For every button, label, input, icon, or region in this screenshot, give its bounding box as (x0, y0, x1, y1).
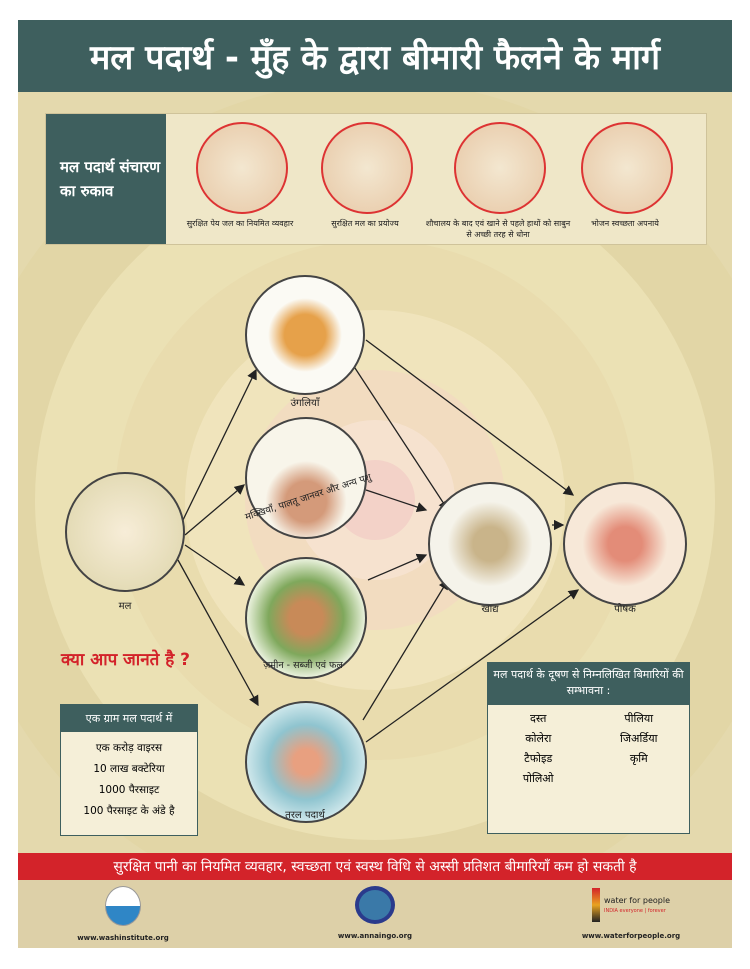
disease-item: पोलिओ (522, 772, 554, 785)
disease-item: पीलिया (624, 712, 654, 725)
bottom-banner: सुरक्षित पानी का नियमित व्यवहार, स्वच्छत… (18, 853, 732, 880)
did-you-know-question: क्या आप जानते है ? (60, 650, 191, 670)
diseases-box: मल पदार्थ के दूषण से निम्नलिखित बिमारियो… (487, 662, 690, 834)
logo-tagline: INDIA everyone | forever (604, 908, 666, 914)
logo-url[interactable]: www.washinstitute.org (77, 934, 169, 942)
feces-label: मल (118, 601, 132, 612)
food-illustration (428, 482, 552, 606)
page-title: मल पदार्थ - मुँह के द्वारा बीमारी फैलने … (18, 20, 732, 92)
did-you-know-box: एक ग्राम मल पदार्थ में एक करोड़ वाइरस 10… (60, 704, 198, 836)
fingers-label: उंगलियाँ (290, 398, 320, 409)
host-illustration (563, 482, 687, 606)
fact-item: 10 लाख बक्टेरिया (93, 763, 165, 775)
covered-food-icon (581, 122, 673, 214)
disease-item: कृमि (629, 752, 648, 765)
handwash-icon (454, 122, 546, 214)
feces-illustration (65, 472, 185, 592)
food-label: खाद्य (481, 604, 499, 615)
transmission-arrows (177, 339, 580, 743)
disease-item: टैफोइड (524, 752, 553, 765)
fingers-illustration (245, 275, 365, 395)
fluids-label: तरल पदार्थ (285, 810, 325, 821)
soil-illustration (245, 557, 367, 679)
did-you-know-heading: एक ग्राम मल पदार्थ में (61, 705, 197, 732)
diseases-heading: मल पदार्थ के दूषण से निम्नलिखित बिमारियो… (488, 663, 689, 705)
footer-logos: www.washinstitute.org www.annaingo.org w… (18, 880, 732, 948)
disease-item: कोलेरा (525, 732, 552, 745)
annai-logo: www.annaingo.org (320, 886, 430, 940)
fact-item: 100 पैरसाइट के अंडे है (83, 805, 175, 817)
disease-item: दस्त (530, 712, 547, 725)
prevention-label: मल पदार्थ संचारण का रुकाव (46, 114, 166, 244)
prevention-caption: सुरक्षित मल का प्रयोज्य (331, 219, 399, 228)
latrine-icon (321, 122, 413, 214)
prevention-caption: शौचालय के बाद एवं खाने से पहले हाथों को … (425, 219, 571, 239)
logo-url[interactable]: www.waterforpeople.org (581, 932, 681, 940)
fact-item: 1000 पैरसाइट (98, 784, 160, 796)
fact-item: एक करोड़ वाइरस (95, 742, 163, 754)
disease-item: जिअर्डिया (620, 732, 658, 745)
host-label: पोषक (614, 604, 636, 615)
prevention-caption: भोजन स्वच्छता अपनाये (591, 219, 659, 228)
wash-institute-logo: www.washinstitute.org (68, 886, 178, 942)
fluids-illustration (245, 701, 367, 823)
logo-url[interactable]: www.annaingo.org (337, 932, 413, 940)
logo-name: water for people (604, 896, 670, 905)
flies-animals-illustration (245, 417, 367, 539)
water-pump-icon (196, 122, 288, 214)
prevention-panel: मल पदार्थ संचारण का रुकाव सुरक्षित पेय ज… (45, 113, 707, 245)
poster: मल पदार्थ - मुँह के द्वारा बीमारी फैलने … (18, 20, 732, 948)
soil-label: ज़मीन - सब्जी एवं फल (263, 660, 343, 671)
prevention-caption: सुरक्षित पेय जल का नियमित व्यवहार (186, 219, 294, 228)
